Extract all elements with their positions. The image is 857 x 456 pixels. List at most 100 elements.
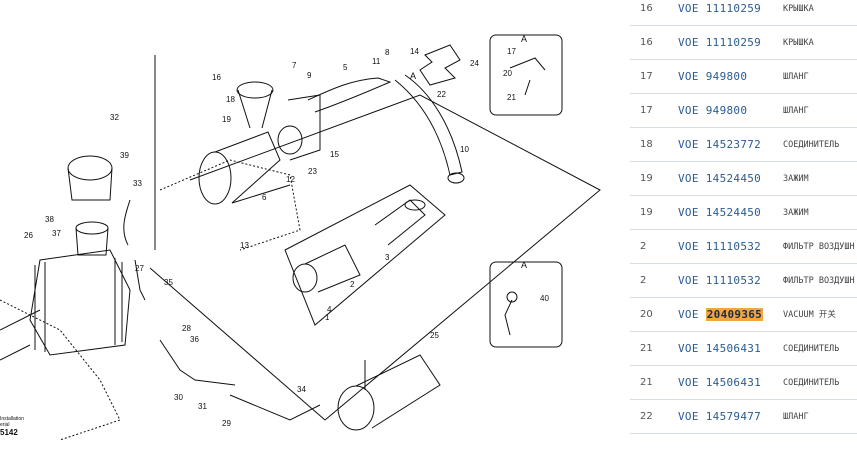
part-position-number: 17 <box>640 105 653 116</box>
part-position-number: 21 <box>640 343 653 354</box>
callout-7: 7 <box>292 61 297 70</box>
parts-row[interactable]: 21 VOE 14506431 СОЕДИНИТЕЛЬ <box>630 332 857 366</box>
part-prefix: VOE <box>678 36 699 49</box>
part-number-link[interactable]: VOE 949800 <box>678 94 747 128</box>
part-number-link[interactable]: VOE 11110532 <box>678 230 761 264</box>
callout-19: 19 <box>222 115 231 124</box>
part-position-number: 17 <box>640 71 653 82</box>
parts-row[interactable]: 18 VOE 14523772 СОЕДИНИТЕЛЬ <box>630 128 857 162</box>
detail-box-a2-label: A <box>521 260 527 270</box>
part-number-link[interactable]: VOE 11110532 <box>678 264 761 298</box>
part-code[interactable]: 11110259 <box>705 2 762 15</box>
part-position-number: 20 <box>640 309 653 320</box>
part-description: КРЫШКА <box>783 38 814 48</box>
callout-16: 16 <box>212 73 221 82</box>
part-prefix: VOE <box>678 138 699 151</box>
part-code-highlighted[interactable]: 20409365 <box>705 308 764 321</box>
callout-35: 35 <box>164 278 173 287</box>
part-prefix: VOE <box>678 308 699 321</box>
callout-30: 30 <box>174 393 183 402</box>
parts-row[interactable]: 17 VOE 949800 ШЛАНГ <box>630 60 857 94</box>
parts-row[interactable]: 20 VOE 20409365 VACUUM 开关 <box>630 298 857 332</box>
callout-23: 23 <box>308 167 317 176</box>
callout-28: 28 <box>182 324 191 333</box>
part-prefix: VOE <box>678 172 699 185</box>
callout-20: 20 <box>503 69 512 78</box>
callout-39: 39 <box>120 151 129 160</box>
parts-row[interactable]: 21 VOE 14506431 СОЕДИНИТЕЛЬ <box>630 366 857 400</box>
part-prefix: VOE <box>678 342 699 355</box>
part-position-number: 22 <box>640 411 653 422</box>
part-number-link[interactable]: VOE 14523772 <box>678 128 761 162</box>
part-description: СОЕДИНИТЕЛЬ <box>783 378 840 388</box>
part-number-link[interactable]: VOE 949800 <box>678 60 747 94</box>
callout-12: 12 <box>286 175 295 184</box>
callout-27: 27 <box>135 264 144 273</box>
callout-22: 22 <box>437 90 446 99</box>
part-code[interactable]: 14579477 <box>705 410 762 423</box>
corner-text-serial: erial <box>0 422 9 428</box>
part-description: ШЛАНГ <box>783 72 809 82</box>
callout-13: 13 <box>240 241 249 250</box>
part-code[interactable]: 14523772 <box>705 138 762 151</box>
callout-40: 40 <box>540 294 549 303</box>
callout-4: 4 <box>327 305 332 314</box>
part-number-link[interactable]: VOE 11110259 <box>678 26 761 60</box>
parts-row[interactable]: 16 VOE 11110259 КРЫШКА <box>630 26 857 60</box>
callout-3: 3 <box>385 253 390 262</box>
part-position-number: 2 <box>640 241 647 252</box>
part-number-link[interactable]: VOE 14506431 <box>678 366 761 400</box>
part-code[interactable]: 14524450 <box>705 172 762 185</box>
callout-2: 2 <box>350 280 355 289</box>
part-number-link[interactable]: VOE 14506431 <box>678 332 761 366</box>
callout-33: 33 <box>133 179 142 188</box>
part-prefix: VOE <box>678 104 699 117</box>
part-description: ФИЛЬТР ВОЗДУШН <box>783 242 855 252</box>
part-position-number: 18 <box>640 139 653 150</box>
part-prefix: VOE <box>678 206 699 219</box>
part-number-link[interactable]: VOE 20409365 <box>678 298 764 332</box>
callout-18: 18 <box>226 95 235 104</box>
callout-37: 37 <box>52 229 61 238</box>
part-code[interactable]: 14506431 <box>705 376 762 389</box>
callout-24: 24 <box>470 59 479 68</box>
parts-row[interactable]: 2 VOE 11110532 ФИЛЬТР ВОЗДУШН <box>630 230 857 264</box>
part-code[interactable]: 949800 <box>705 104 748 117</box>
callout-17: 17 <box>507 47 516 56</box>
part-code[interactable]: 949800 <box>705 70 748 83</box>
callout-26: 26 <box>24 231 33 240</box>
part-description: СОЕДИНИТЕЛЬ <box>783 344 840 354</box>
part-prefix: VOE <box>678 274 699 287</box>
part-number-link[interactable]: VOE 14579477 <box>678 400 761 434</box>
part-description: VACUUM 开关 <box>783 310 836 320</box>
part-number-link[interactable]: VOE 14524450 <box>678 162 761 196</box>
part-code[interactable]: 11110532 <box>705 240 762 253</box>
callout-25: 25 <box>430 331 439 340</box>
callout-31: 31 <box>198 402 207 411</box>
callout-11: 11 <box>372 57 381 66</box>
part-position-number: 21 <box>640 377 653 388</box>
part-number-link[interactable]: VOE 14524450 <box>678 196 761 230</box>
part-code[interactable]: 14506431 <box>705 342 762 355</box>
parts-diagram: 1 2 3 4 5 6 7 8 9 10 11 12 13 14 15 16 1… <box>0 34 601 441</box>
part-position-number: 2 <box>640 275 647 286</box>
callout-36: 36 <box>190 335 199 344</box>
part-code[interactable]: 11110259 <box>705 36 762 49</box>
callout-32: 32 <box>110 113 119 122</box>
part-position-number: 16 <box>640 37 653 48</box>
part-code[interactable]: 14524450 <box>705 206 762 219</box>
part-number-link[interactable]: VOE 11110259 <box>678 0 761 26</box>
part-prefix: VOE <box>678 376 699 389</box>
part-description: СОЕДИНИТЕЛЬ <box>783 140 840 150</box>
callout-34: 34 <box>297 385 306 394</box>
callout-14: 14 <box>410 47 419 56</box>
callout-6: 6 <box>262 193 267 202</box>
part-code[interactable]: 11110532 <box>705 274 762 287</box>
